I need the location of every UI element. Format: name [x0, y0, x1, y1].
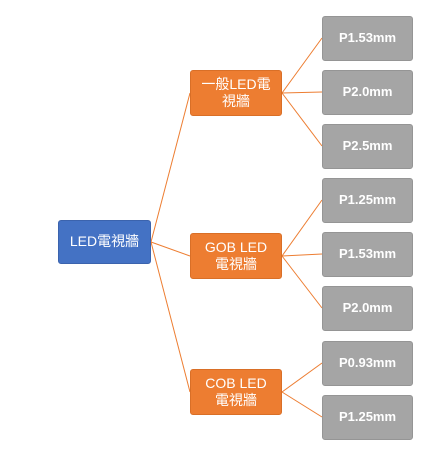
leaf-node: P2.0mm	[322, 70, 413, 115]
connector-line	[281, 92, 323, 147]
leaf-node: P1.53mm	[322, 232, 413, 277]
root-node: LED電視牆	[58, 220, 151, 264]
leaf-node: P2.0mm	[322, 286, 413, 331]
connector-line	[150, 92, 191, 243]
connector-line	[281, 253, 323, 257]
connector-line	[150, 241, 191, 257]
leaf-node: P0.93mm	[322, 341, 413, 386]
leaf-node: P1.25mm	[322, 395, 413, 440]
category-node-cob: COB LED電視牆	[190, 369, 282, 415]
connector-line	[281, 255, 323, 309]
connector-line	[281, 199, 323, 257]
leaf-node: P2.5mm	[322, 124, 413, 169]
category-node-general: 一般LED電視牆	[190, 70, 282, 116]
connector-line	[281, 37, 323, 94]
connector-line	[281, 362, 323, 393]
category-node-gob: GOB LED電視牆	[190, 233, 282, 279]
leaf-node: P1.53mm	[322, 16, 413, 61]
connector-line	[281, 91, 323, 94]
connector-line	[281, 391, 323, 418]
connector-line	[150, 241, 191, 393]
leaf-node: P1.25mm	[322, 178, 413, 223]
